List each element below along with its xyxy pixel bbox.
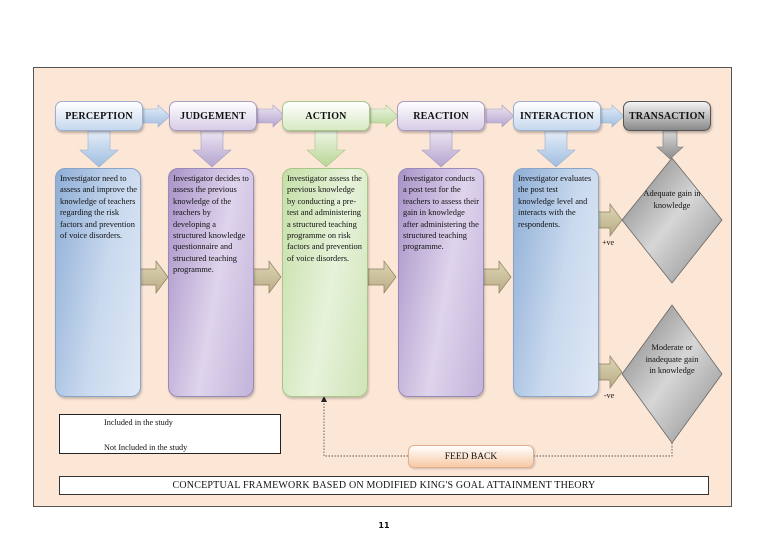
flow-arrow-1 — [139, 259, 169, 295]
stage-header-interaction: INTERACTION — [513, 101, 601, 131]
down-arrow-2 — [192, 130, 232, 168]
positive-arrow — [597, 202, 623, 238]
legend-included-label: Included in the study — [104, 418, 173, 427]
legend — [59, 414, 281, 454]
outcome-text-adequate: Adequate gain in knowledge — [643, 189, 701, 210]
stage-header-judgement: JUDGEMENT — [169, 101, 257, 131]
down-arrow-5 — [536, 130, 576, 168]
legend-not-included-label: Not Included in the study — [104, 443, 188, 452]
header-arrow-2 — [256, 104, 286, 128]
stage-box-reaction: Investigator conducts a post test for th… — [398, 168, 484, 397]
feedback-arrowhead — [321, 396, 327, 402]
page-number: 11 — [378, 521, 390, 530]
feedback-line — [323, 399, 673, 457]
negative-sign-label: -ve — [604, 391, 615, 400]
header-arrow-5 — [599, 104, 625, 128]
down-arrow-3 — [306, 130, 346, 168]
stage-header-transaction: TRANSACTION — [623, 101, 711, 131]
stage-box-action: Investigator assess the previous knowled… — [282, 168, 368, 397]
stage-header-perception: PERCEPTION — [55, 101, 143, 131]
header-arrow-1 — [141, 104, 171, 128]
flow-arrow-3 — [367, 259, 397, 295]
positive-sign-label: +ve — [602, 238, 615, 247]
stage-text-interaction: Investigator evaluates the post test kno… — [518, 174, 592, 229]
stage-box-judgement: Investigator decides to assess the previ… — [168, 168, 254, 397]
stage-text-action: Investigator assess the previous knowled… — [287, 174, 362, 263]
diagram-title: CONCEPTUAL FRAMEWORK BASED ON MODIFIED K… — [59, 476, 709, 495]
stage-text-judgement: Investigator decides to assess the previ… — [173, 174, 249, 275]
stage-box-perception: Investigator need to assess and improve … — [55, 168, 141, 397]
down-arrow-4 — [421, 130, 461, 168]
negative-arrow — [597, 354, 623, 390]
flow-arrow-4 — [482, 259, 512, 295]
header-arrow-3 — [369, 104, 399, 128]
flow-arrow-2 — [252, 259, 282, 295]
stage-text-perception: Investigator need to assess and improve … — [60, 174, 137, 241]
down-arrow-1 — [79, 130, 119, 168]
outcome-diamond-adequate — [621, 157, 723, 284]
stage-box-interaction: Investigator evaluates the post test kno… — [513, 168, 599, 397]
stage-header-reaction: REACTION — [397, 101, 485, 131]
stage-text-reaction: Investigator conducts a post test for th… — [403, 174, 480, 252]
outcome-text-inadequate: Moderate or inadequate gain in knowledge — [645, 343, 699, 375]
stage-header-action: ACTION — [282, 101, 370, 131]
down-arrow-6 — [656, 130, 684, 160]
feedback-box: FEED BACK — [408, 445, 534, 468]
header-arrow-4 — [485, 104, 515, 128]
